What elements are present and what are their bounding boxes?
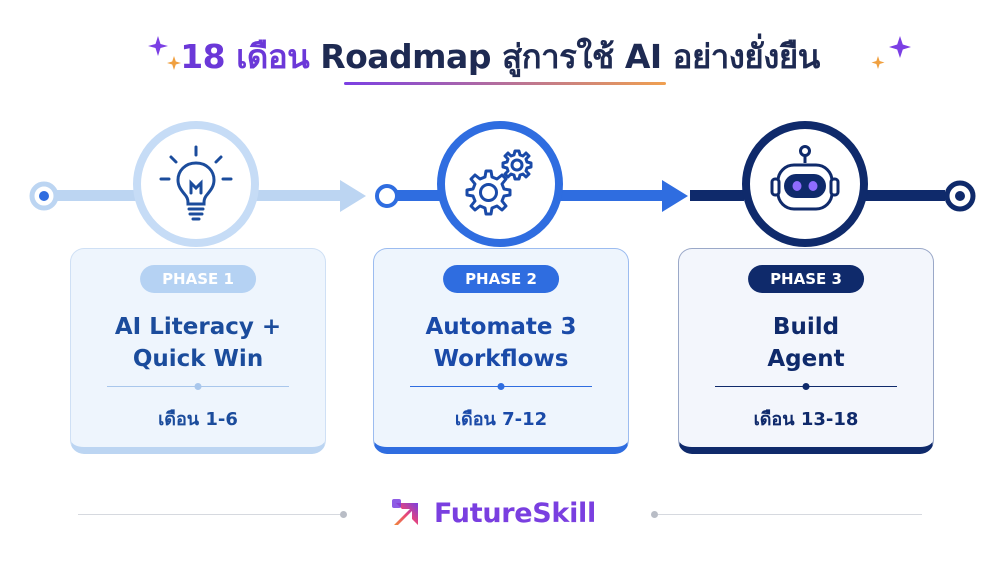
phase-1-badge: PHASE 1 <box>140 265 256 293</box>
phase-2-divider <box>410 383 592 390</box>
robot-icon <box>770 145 840 211</box>
footer-divider-right <box>658 514 922 515</box>
phase-2-title-line2: Workflows <box>433 346 569 372</box>
timeline-mid-node <box>375 184 399 208</box>
futureskill-arrow-icon <box>392 499 418 525</box>
phase-1-card: PHASE 1 AI Literacy + Quick Win เดือน 1-… <box>70 248 326 454</box>
phase-2-card: PHASE 2 Automate 3 Workflows เดือน 7-12 <box>373 248 629 454</box>
phase-3-title-line2: Agent <box>767 346 845 372</box>
sparkle-left-icon <box>148 36 181 70</box>
phase-2-badge: PHASE 2 <box>443 265 559 293</box>
timeline-segment-1 <box>56 190 136 201</box>
brand-name: FutureSkill <box>434 497 596 529</box>
timeline-segment-2 <box>397 190 440 201</box>
brand-logo: FutureSkill <box>388 495 596 531</box>
phase-3-title: Build Agent <box>687 311 925 375</box>
gears-icon <box>465 149 533 216</box>
phase-1-title: AI Literacy + Quick Win <box>79 311 317 375</box>
phase-3-card: PHASE 3 Build Agent เดือน 13-18 <box>678 248 934 454</box>
footer-divider-left <box>78 514 340 515</box>
phase-3-circle <box>742 121 868 247</box>
timeline-segment-3 <box>690 190 744 201</box>
phase-3-range: เดือน 13-18 <box>753 409 859 430</box>
title-accent: 18 เดือน <box>180 37 310 76</box>
phase-2-title: Automate 3 Workflows <box>382 311 620 375</box>
title-underline <box>344 82 666 85</box>
phase-3-title-line1: Build <box>772 314 840 340</box>
lightbulb-icon <box>159 145 233 221</box>
phase-1-circle <box>133 121 259 247</box>
phase-2-circle <box>437 121 563 247</box>
phase-1-divider <box>107 383 289 390</box>
footer-dot-right <box>651 511 658 518</box>
phase-1-title-line2: Quick Win <box>132 346 264 372</box>
page-title: 18 เดือน Roadmap สู่การใช้ AI อย่างยั่งย… <box>0 30 1000 83</box>
phase-2-title-line1: Automate 3 <box>425 314 577 340</box>
phase-1-range: เดือน 1-6 <box>158 409 238 430</box>
phase-2-range: เดือน 7-12 <box>454 409 548 430</box>
sparkle-right-icon <box>871 36 911 69</box>
timeline-arrow-2 <box>662 180 688 212</box>
phase-3-badge: PHASE 3 <box>748 265 864 293</box>
phase-1-title-line1: AI Literacy + <box>114 314 282 340</box>
title-main: Roadmap สู่การใช้ AI อย่างยั่งยืน <box>320 37 820 76</box>
phase-3-divider <box>715 383 897 390</box>
timeline-arrow-1 <box>340 180 366 212</box>
footer-dot-left <box>340 511 347 518</box>
